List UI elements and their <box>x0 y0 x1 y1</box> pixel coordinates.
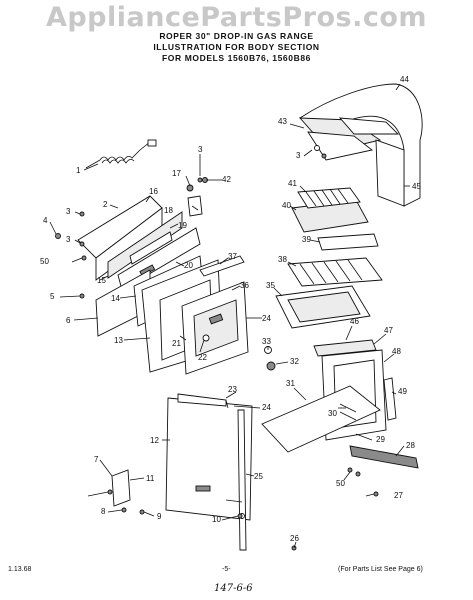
leader-lines <box>49 83 410 549</box>
callout-41: 41 <box>288 179 297 188</box>
broiler-pan <box>291 187 369 233</box>
footer-date: 1.13.68 <box>8 566 32 573</box>
callout-19: 19 <box>178 221 187 230</box>
callout-29: 29 <box>376 435 385 444</box>
callout-12: 12 <box>150 436 159 445</box>
callout-44: 44 <box>400 75 409 84</box>
callout-16: 16 <box>149 187 158 196</box>
callout-21: 21 <box>172 339 181 348</box>
callout-42: 42 <box>222 175 231 184</box>
callout-28: 28 <box>406 441 415 450</box>
watermark: AppliancePartsPros.com <box>45 2 428 33</box>
title-line-1: ROPER 30" DROP-IN GAS RANGE <box>159 31 314 41</box>
callout-9: 9 <box>157 512 162 521</box>
power-cord <box>85 139 157 169</box>
callout-10: 10 <box>212 515 221 524</box>
bracket-17-18 <box>186 177 208 217</box>
callout-labels: 1 2 3 3 3 3 4 5 6 7 8 9 10 11 12 13 14 1… <box>40 75 421 543</box>
oven-racks <box>287 233 383 287</box>
callout-6: 6 <box>66 316 71 325</box>
callout-33: 33 <box>262 337 271 346</box>
callout-11: 11 <box>146 474 155 483</box>
callout-24b: 24 <box>262 314 271 323</box>
callout-50a: 50 <box>40 257 49 266</box>
top-body-section <box>298 83 423 207</box>
callout-47: 47 <box>384 326 393 335</box>
callout-49: 49 <box>398 387 407 396</box>
callout-17: 17 <box>172 169 181 178</box>
callout-5: 5 <box>50 292 55 301</box>
callout-45: 45 <box>412 182 421 191</box>
callout-24a: 24 <box>262 403 271 412</box>
callout-1: 1 <box>76 166 81 175</box>
callout-2: 2 <box>103 200 108 209</box>
callout-4: 4 <box>43 216 48 225</box>
callout-43: 43 <box>278 117 287 126</box>
callout-26: 26 <box>290 534 299 543</box>
callout-18: 18 <box>164 206 173 215</box>
title-line-3: FOR MODELS 1560B76, 1560B86 <box>162 53 311 63</box>
callout-14: 14 <box>111 294 120 303</box>
callout-8: 8 <box>101 507 106 516</box>
callout-40: 40 <box>282 201 291 210</box>
callout-35: 35 <box>266 281 275 290</box>
callout-3b: 3 <box>66 235 71 244</box>
callout-48: 48 <box>392 347 401 356</box>
handwritten-note: 147-6-6 <box>214 583 253 594</box>
callout-3a: 3 <box>66 207 71 216</box>
footer-page-number: -5- <box>222 566 231 573</box>
callout-22: 22 <box>198 353 207 362</box>
bracket-7-11 <box>107 469 145 515</box>
burner-valve <box>264 346 276 371</box>
callout-30: 30 <box>328 409 337 418</box>
callout-27: 27 <box>394 491 403 500</box>
callout-38: 38 <box>278 255 287 264</box>
callout-37: 37 <box>228 252 237 261</box>
oven-bottom <box>275 285 371 329</box>
front-panel <box>165 393 253 551</box>
side-panel-assembly <box>77 195 201 291</box>
callout-36: 36 <box>240 281 249 290</box>
callout-20: 20 <box>184 261 193 270</box>
callout-15: 15 <box>97 276 106 285</box>
footer-parts-list-note: (For Parts List See Page 6) <box>338 566 423 573</box>
callout-25: 25 <box>254 472 263 481</box>
callout-3d: 3 <box>296 151 301 160</box>
callout-13: 13 <box>114 336 123 345</box>
callout-3c: 3 <box>198 145 203 154</box>
callout-46: 46 <box>350 317 359 326</box>
callout-7: 7 <box>94 455 99 464</box>
callout-31: 31 <box>286 379 295 388</box>
callout-32: 32 <box>290 357 299 366</box>
callout-39: 39 <box>302 235 311 244</box>
title-line-2: ILLUSTRATION FOR BODY SECTION <box>153 42 320 52</box>
oven-front-frame <box>141 255 249 375</box>
screws <box>55 153 379 551</box>
callout-23: 23 <box>228 385 237 394</box>
callout-50b: 50 <box>336 479 345 488</box>
lower-cabinet-frame <box>261 339 419 469</box>
